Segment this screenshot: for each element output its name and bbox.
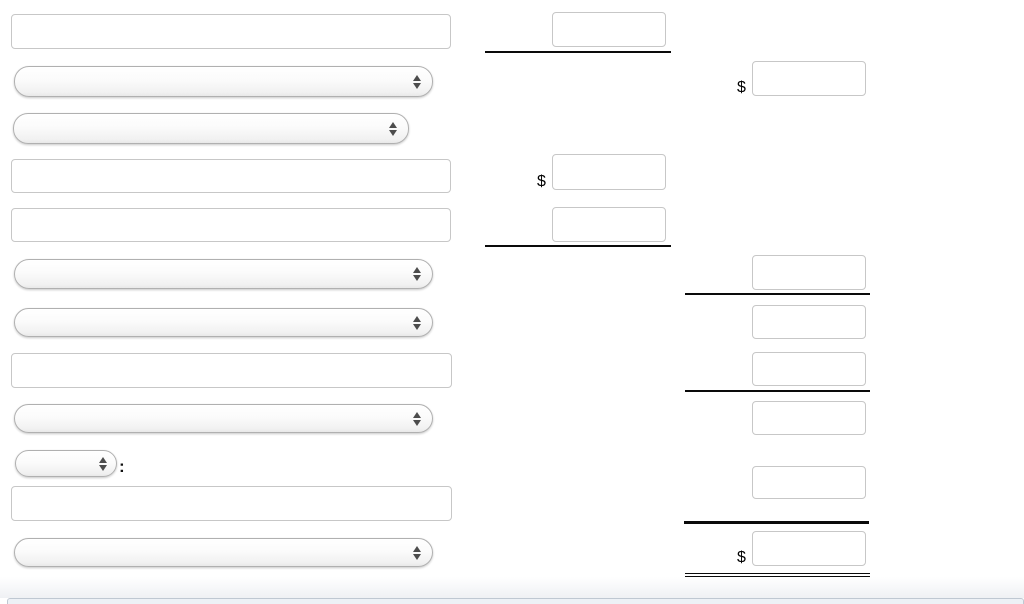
select-updown-arrows-icon bbox=[389, 121, 397, 136]
total-rule-thick bbox=[684, 521, 869, 524]
dropdown-6-small[interactable] bbox=[15, 450, 117, 477]
select-updown-arrows-icon bbox=[413, 267, 421, 281]
amount-input-r4[interactable] bbox=[752, 352, 866, 386]
text-field-5[interactable] bbox=[11, 486, 452, 521]
amount-input-r7[interactable] bbox=[752, 531, 866, 566]
subtotal-rule bbox=[485, 51, 671, 53]
subtotal-rule bbox=[485, 245, 671, 247]
select-updown-arrows-icon bbox=[413, 74, 421, 89]
next-section-panel-edge bbox=[7, 598, 1024, 604]
dropdown-3[interactable] bbox=[14, 259, 433, 289]
dropdown-1[interactable] bbox=[14, 66, 433, 97]
select-updown-arrows-icon bbox=[413, 315, 421, 330]
grand-total-double-rule bbox=[685, 573, 870, 577]
amount-input-r6[interactable] bbox=[752, 466, 866, 499]
colon-label: : bbox=[119, 457, 125, 476]
dropdown-4[interactable] bbox=[14, 308, 433, 337]
subtotal-rule bbox=[685, 293, 870, 295]
amount-input-m3[interactable] bbox=[552, 207, 666, 242]
amount-input-r5[interactable] bbox=[752, 401, 866, 435]
amount-input-r3[interactable] bbox=[752, 305, 866, 339]
amount-input-m2[interactable] bbox=[552, 154, 666, 190]
dropdown-7[interactable] bbox=[14, 538, 433, 567]
amount-input-r1[interactable] bbox=[752, 61, 866, 96]
dollar-sign-label: $ bbox=[737, 549, 746, 566]
text-field-2[interactable] bbox=[11, 159, 451, 193]
subtotal-rule bbox=[685, 390, 870, 392]
select-updown-arrows-icon bbox=[413, 545, 421, 560]
select-updown-arrows-icon bbox=[99, 456, 107, 471]
dropdown-2[interactable] bbox=[13, 113, 409, 144]
text-field-1[interactable] bbox=[11, 14, 451, 49]
bottom-fade bbox=[0, 577, 1024, 598]
text-field-4[interactable] bbox=[11, 353, 452, 388]
text-field-3[interactable] bbox=[11, 208, 451, 242]
select-updown-arrows-icon bbox=[413, 411, 421, 426]
amount-input-r2[interactable] bbox=[752, 255, 866, 290]
dollar-sign-label: $ bbox=[537, 173, 546, 190]
dropdown-5[interactable] bbox=[14, 404, 433, 433]
amount-input-m1[interactable] bbox=[552, 12, 666, 47]
dollar-sign-label: $ bbox=[737, 79, 746, 96]
